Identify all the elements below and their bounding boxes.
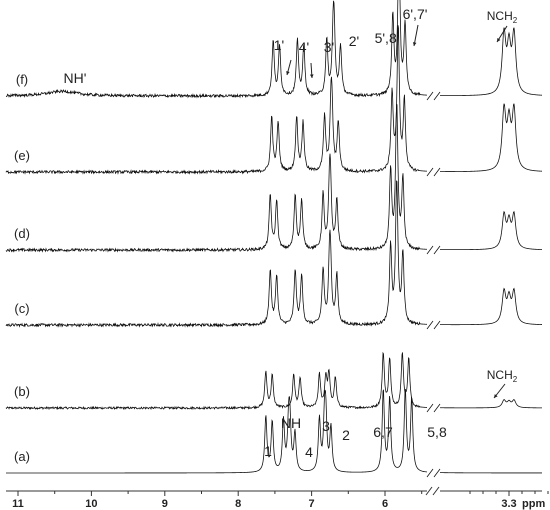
x-tick-label: 11 bbox=[12, 498, 24, 510]
trace-break-mark bbox=[433, 403, 441, 413]
trace-break-mark bbox=[433, 320, 441, 330]
trace-break-mark bbox=[426, 403, 434, 413]
axis-break-mark bbox=[425, 486, 433, 496]
x-axis-unit: ppm bbox=[522, 498, 545, 510]
peak-label: 3 bbox=[322, 418, 330, 434]
spectrum-tag: (f) bbox=[16, 72, 28, 87]
x-tick-label: 7 bbox=[309, 498, 315, 510]
spectrum-trace bbox=[5, 0, 428, 99]
trace-break-mark bbox=[426, 468, 434, 478]
peak-label: 4' bbox=[299, 39, 309, 55]
peak-label: NH' bbox=[64, 70, 87, 86]
axis-break-mark bbox=[432, 486, 440, 496]
spectrum-tag: (e) bbox=[14, 148, 30, 163]
peak-label: 4 bbox=[305, 444, 313, 460]
x-tick-label: 6 bbox=[382, 498, 388, 510]
spectrum-trace bbox=[5, 25, 428, 175]
peak-label: 6,7 bbox=[373, 424, 393, 440]
spectrum-trace bbox=[5, 351, 428, 411]
x-axis: 11 10 9 8 7 6 3.3 ppm bbox=[6, 486, 549, 510]
spectrum-tag: (a) bbox=[14, 449, 30, 464]
x-tick-label: 9 bbox=[162, 498, 168, 510]
annotation-arrowhead bbox=[412, 42, 417, 46]
peak-label: 6',7' bbox=[403, 6, 428, 22]
trace-break-mark bbox=[426, 91, 434, 101]
spectrum-trace bbox=[5, 103, 428, 253]
peak-label-text: NCH bbox=[487, 9, 513, 23]
spectrum-tag: (c) bbox=[14, 301, 29, 316]
trace-break-mark bbox=[433, 245, 441, 255]
spectrum-tag: (d) bbox=[14, 226, 30, 241]
trace-break-mark bbox=[426, 320, 434, 330]
peak-label: 3' bbox=[324, 39, 334, 55]
x-tick-label: 10 bbox=[85, 498, 97, 510]
peak-label: 5',8' bbox=[375, 30, 400, 46]
trace-break-mark bbox=[433, 167, 441, 177]
peak-label: 2 bbox=[342, 427, 350, 443]
spectrum-trace bbox=[440, 103, 543, 172]
annotation-arrowhead bbox=[494, 394, 498, 398]
trace-break-mark bbox=[433, 91, 441, 101]
trace-break-mark bbox=[426, 245, 434, 255]
peak-label: 5,8 bbox=[427, 424, 447, 440]
spectrum-trace bbox=[6, 389, 428, 474]
peak-label: 2' bbox=[349, 33, 359, 49]
peak-label: NH bbox=[281, 415, 301, 431]
spectrum-trace bbox=[439, 27, 543, 96]
annotation-arrowhead bbox=[309, 74, 314, 78]
peak-label-nch2: NCH2 bbox=[487, 368, 518, 384]
peak-label: 1' bbox=[274, 37, 284, 53]
trace-break-mark bbox=[433, 468, 441, 478]
trace-break-mark bbox=[426, 167, 434, 177]
peak-label-text: NCH bbox=[487, 368, 513, 382]
spectra-traces bbox=[5, 0, 543, 478]
subscript: 2 bbox=[513, 16, 518, 25]
x-tick-label: 8 bbox=[235, 498, 241, 510]
spectrum-trace bbox=[439, 210, 543, 251]
subscript: 2 bbox=[513, 375, 518, 384]
peak-label-nch2: NCH2 bbox=[487, 9, 518, 25]
x-tick-label: 3.3 bbox=[501, 498, 516, 510]
annotation-arrowhead bbox=[497, 38, 501, 42]
spectrum-trace bbox=[5, 180, 428, 328]
spectrum-trace bbox=[439, 287, 543, 326]
spectrum-trace bbox=[439, 399, 542, 409]
peak-label: 1 bbox=[264, 443, 272, 459]
spectrum-tag: (b) bbox=[14, 384, 30, 399]
annotation-arrowhead bbox=[286, 71, 290, 75]
